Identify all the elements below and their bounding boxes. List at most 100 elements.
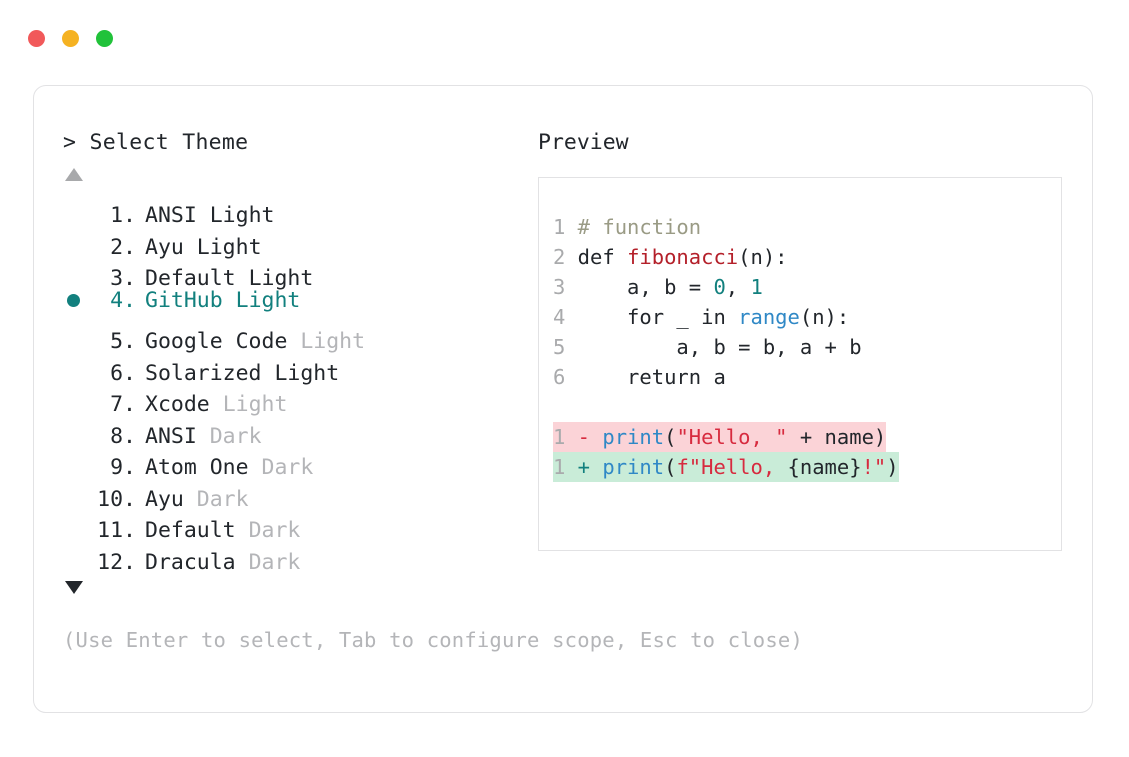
theme-item-name: Ayu	[145, 486, 184, 512]
code-line: 3 a, b = 0, 1	[553, 272, 1061, 302]
window-traffic-lights	[28, 30, 113, 47]
code-token: f"Hello,	[676, 454, 788, 479]
theme-item-name: GitHub	[145, 288, 223, 314]
selection-bullet-cell	[63, 443, 97, 475]
minimize-window-button[interactable]	[62, 30, 79, 47]
theme-list-item[interactable]: 11.Default Dark	[63, 506, 533, 543]
code-token: (	[664, 424, 677, 449]
theme-list-item[interactable]: 8.ANSI Dark	[63, 411, 533, 449]
spacer	[236, 515, 249, 547]
code-line: 2 def fibonacci(n):	[553, 242, 1061, 272]
code-token: 1	[750, 274, 763, 299]
diff-line-number: 1	[553, 424, 566, 449]
selection-bullet-cell	[63, 191, 97, 223]
code-token: range	[738, 304, 800, 329]
theme-item-variant: Light	[196, 234, 262, 260]
selection-bullet-cell	[63, 506, 97, 538]
theme-list-item[interactable]: 3.Default Light	[63, 254, 533, 291]
theme-item-variant: Light	[222, 392, 288, 417]
theme-item-variant: Dark	[196, 486, 249, 512]
code-line-number: 5	[553, 334, 566, 359]
theme-item-name: Google Code	[145, 329, 288, 354]
maximize-window-button[interactable]	[96, 30, 113, 47]
triangle-down-icon[interactable]	[65, 580, 83, 594]
theme-list-item[interactable]: 5. Google Code Light	[63, 317, 533, 354]
code-line: 1 # function	[553, 212, 1061, 242]
code-token: !"	[861, 454, 887, 479]
theme-item-index: 10.	[97, 486, 136, 512]
selected-bullet-icon	[67, 294, 80, 308]
code-token: def	[565, 244, 628, 269]
theme-selector-panel: > Select Theme 1.ANSI Light 2.Ayu Light …	[63, 132, 533, 594]
spacer	[249, 452, 262, 484]
theme-list-item[interactable]: 9. Atom One Dark	[63, 443, 533, 480]
theme-item-index: 1.	[97, 203, 136, 228]
theme-item-index: 4.	[97, 288, 136, 314]
spacer	[197, 421, 210, 453]
theme-list-item[interactable]: 4.GitHub Light	[63, 285, 533, 317]
code-blank-line	[553, 392, 1061, 422]
code-token: {name}	[787, 454, 862, 479]
theme-item-index: 5.	[97, 329, 136, 354]
theme-item-name: ANSI	[145, 203, 197, 228]
code-line-number: 3	[553, 274, 566, 299]
theme-item-variant: Light	[300, 329, 366, 354]
code-line: 6 return a	[553, 362, 1061, 392]
selection-bullet-cell	[63, 348, 97, 380]
spacer	[197, 200, 210, 232]
theme-list-item[interactable]: 1. ANSI Light	[63, 191, 533, 228]
code-line: 5 a, b = b, a + b	[553, 332, 1061, 362]
code-token: 0	[713, 274, 726, 299]
theme-item-index: 2.	[97, 234, 136, 260]
spacer	[287, 326, 300, 358]
theme-item-index: 9.	[97, 455, 136, 480]
selection-bullet-cell	[63, 380, 97, 412]
selection-bullet-cell	[63, 254, 97, 286]
code-line: 4 for _ in range(n):	[553, 302, 1061, 332]
theme-item-variant: Light	[209, 203, 275, 228]
selection-bullet-cell	[63, 537, 97, 569]
theme-list: 1. ANSI Light 2. Ayu Light 3.Default Light…	[63, 191, 533, 575]
theme-list-item[interactable]: 10. Ayu Dark	[63, 474, 533, 512]
diff-added-line: 1 + print(f"Hello, {name}!")	[553, 451, 899, 482]
theme-list-item[interactable]: 2. Ayu Light	[63, 222, 533, 260]
code-token: (n):	[799, 304, 850, 329]
theme-list-item[interactable]: 7.Xcode Light	[63, 380, 533, 417]
theme-item-variant: Light	[274, 360, 340, 386]
theme-item-index: 3.	[97, 266, 136, 291]
theme-item-index: 7.	[97, 392, 136, 417]
spacer	[184, 484, 197, 516]
spacer	[210, 389, 223, 421]
selection-bullet-cell	[63, 222, 97, 254]
code-token	[590, 425, 602, 449]
theme-item-variant: Dark	[248, 518, 301, 543]
theme-item-name: Atom One	[145, 455, 249, 480]
code-line-number: 1	[553, 214, 566, 239]
theme-item-index: 8.	[97, 423, 136, 449]
code-token: for _ in	[565, 304, 739, 329]
code-line-number: 6	[553, 364, 566, 389]
theme-item-variant: Dark	[261, 455, 314, 480]
theme-list-item[interactable]: 12.Dracula Dark	[63, 537, 533, 575]
theme-item-variant: Dark	[209, 423, 262, 449]
close-window-button[interactable]	[28, 30, 45, 47]
theme-item-name: Dracula	[145, 549, 236, 575]
theme-list-item[interactable]: 6.Solarized Light	[63, 348, 533, 386]
spacer	[236, 547, 249, 579]
theme-item-name: Ayu	[145, 234, 184, 260]
theme-item-index: 11.	[97, 518, 136, 543]
code-token: fibonacci	[627, 244, 739, 269]
code-token: "Hello, "	[676, 424, 788, 449]
code-token: (n):	[738, 244, 788, 269]
code-token: print	[602, 424, 665, 449]
code-token: + name)	[787, 424, 887, 449]
diff-marker: +	[565, 454, 591, 479]
selection-bullet-cell	[63, 474, 97, 506]
theme-item-index: 12.	[97, 549, 136, 575]
selection-bullet-cell	[63, 411, 97, 443]
triangle-up-icon[interactable]	[65, 167, 83, 181]
code-token: (	[664, 454, 677, 479]
selection-bullet-cell	[63, 317, 97, 349]
